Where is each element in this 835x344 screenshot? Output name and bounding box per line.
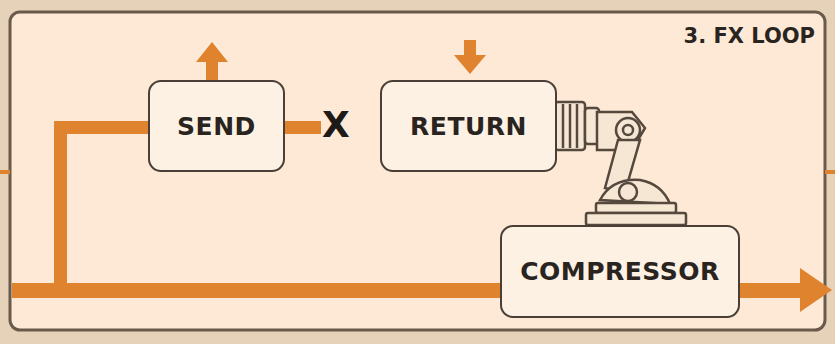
compressor-box: COMPRESSOR [500, 225, 740, 318]
signal-out-stub [825, 170, 835, 174]
fx-loop-panel [10, 12, 825, 330]
box-label: RETURN [410, 112, 527, 141]
signal-arrowhead [800, 268, 832, 312]
send-output-line [283, 121, 321, 134]
box-label: COMPRESSOR [520, 257, 720, 286]
disconnect-mark: X [322, 104, 350, 145]
send-arrow [196, 42, 228, 62]
return-arrow [454, 55, 486, 74]
robot-arm [555, 102, 686, 225]
branch-line [54, 121, 67, 291]
panel-title: 3. FX LOOP [684, 24, 815, 48]
send-box: SEND [148, 80, 285, 172]
branch-line [54, 121, 150, 134]
signal-in-stub [0, 170, 10, 174]
return-box: RETURN [380, 80, 557, 172]
box-label: SEND [177, 112, 256, 141]
